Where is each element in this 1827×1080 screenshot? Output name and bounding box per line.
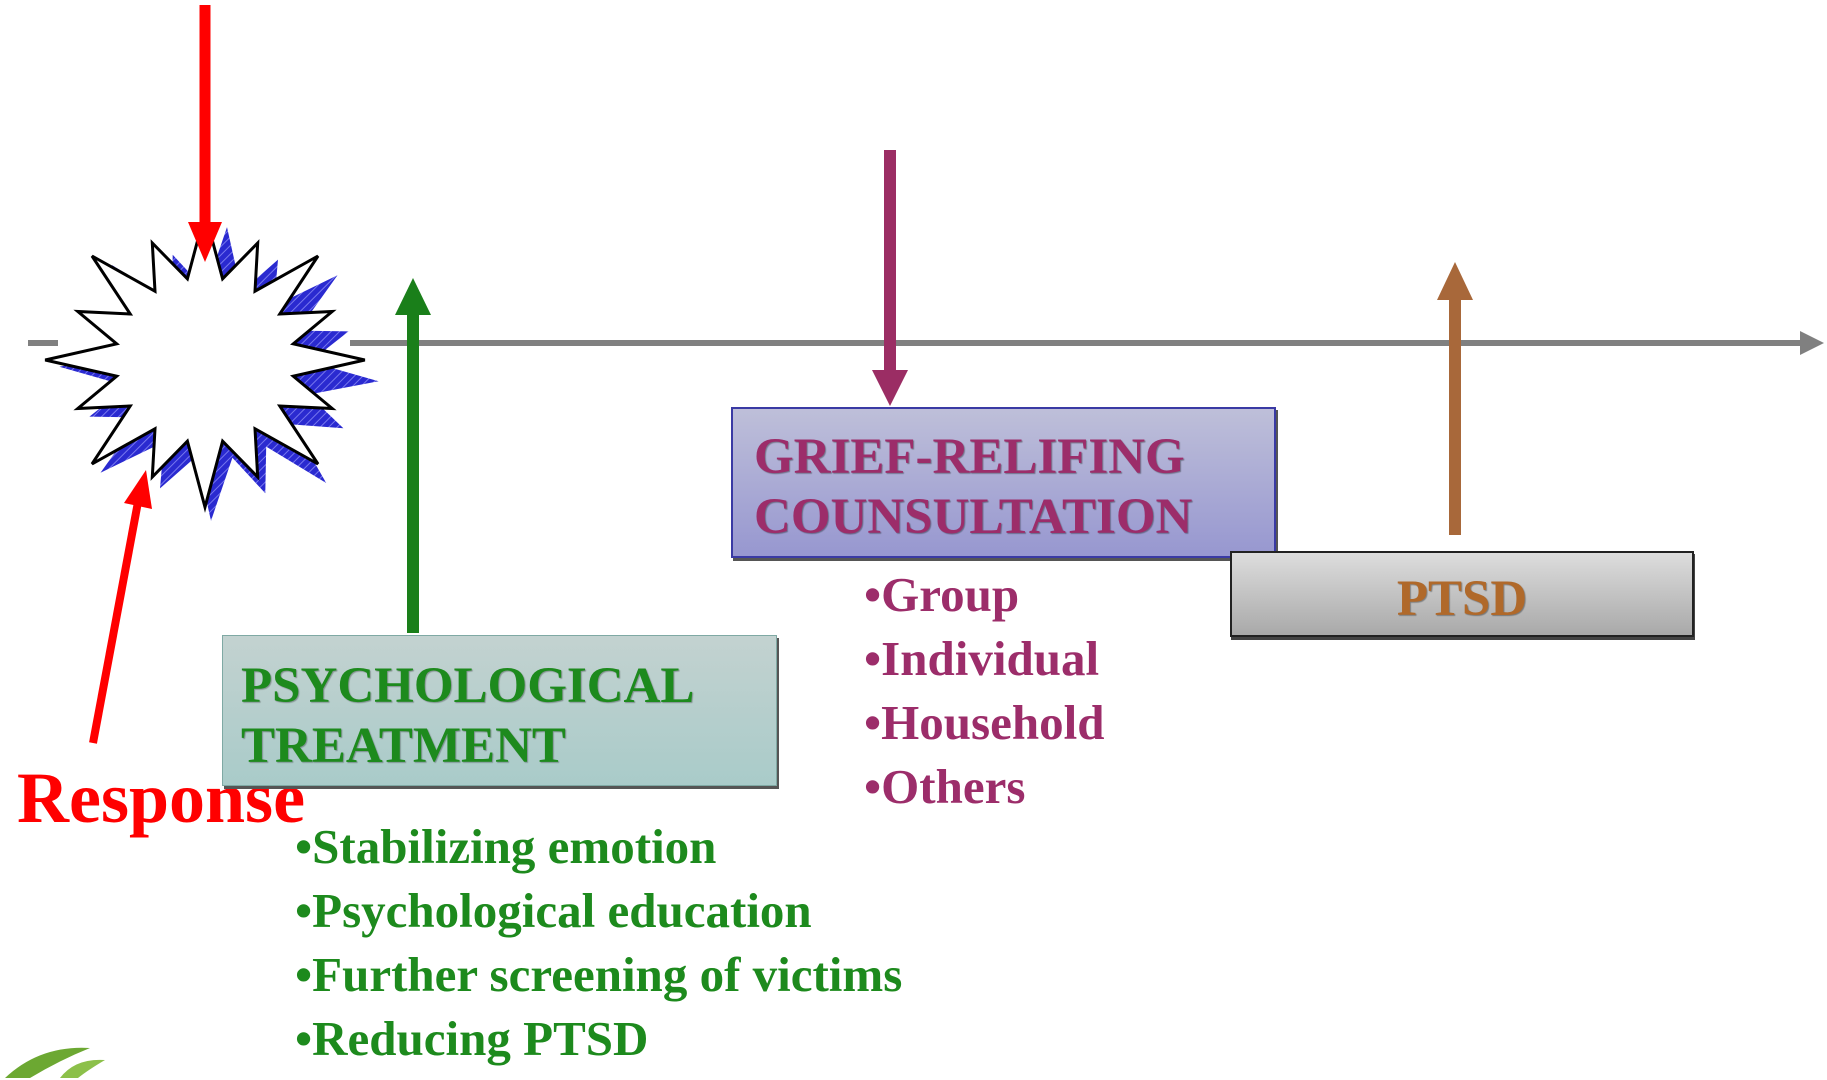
list-item: Reducing PTSD: [295, 1007, 902, 1071]
response-arrow: [89, 470, 152, 744]
ptsd-title: PTSD: [1396, 571, 1528, 627]
psychological-treatment-list: Stabilizing emotion Psychological educat…: [295, 815, 902, 1071]
list-item: Further screening of victims: [295, 943, 902, 1007]
list-item: Individual: [864, 627, 1104, 691]
grief-consultation-box: GRIEF-RELIFING COUNSULTATION: [731, 407, 1276, 558]
event-arrow: [188, 5, 222, 262]
grief-arrow: [872, 150, 908, 406]
list-item: Others: [864, 755, 1104, 819]
list-item: Household: [864, 691, 1104, 755]
psych-arrow: [395, 278, 431, 633]
grief-consultation-title: GRIEF-RELIFING COUNSULTATION: [754, 429, 1193, 546]
list-item: Stabilizing emotion: [295, 815, 902, 879]
psychological-treatment-box: PSYCHOLOGICAL TREATMENT: [222, 635, 777, 786]
list-item: Psychological education: [295, 879, 902, 943]
list-item: Group: [864, 563, 1104, 627]
event-burst-icon: [44, 207, 379, 521]
psychological-treatment-title: PSYCHOLOGICAL TREATMENT: [241, 658, 695, 775]
grief-consultation-list: Group Individual Household Others: [864, 563, 1104, 819]
ptsd-arrow: [1437, 262, 1473, 535]
leaf-decoration-icon: [5, 1047, 105, 1078]
ptsd-box: PTSD: [1230, 551, 1694, 637]
timeline-axis: [28, 331, 1824, 355]
